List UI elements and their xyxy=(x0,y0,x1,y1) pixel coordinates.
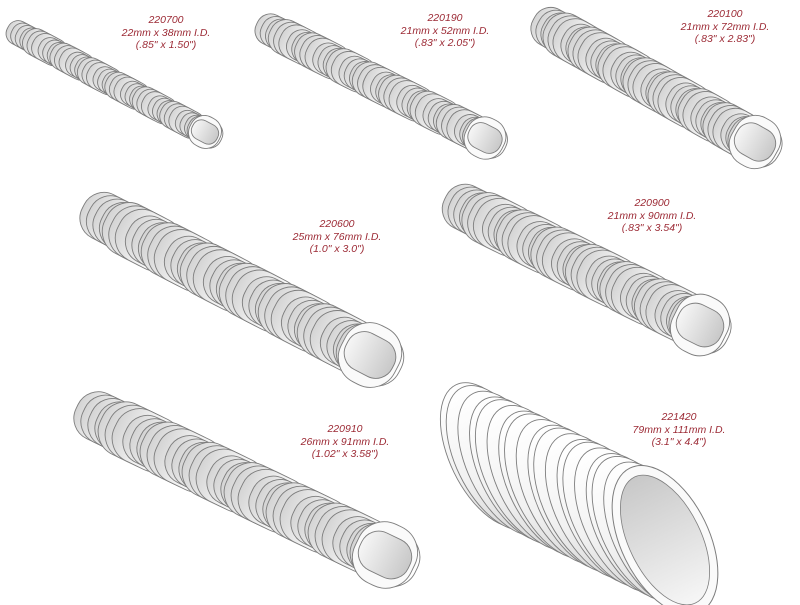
label-221420: 221420 79mm x 111mm I.D. (3.1" x 4.4") xyxy=(614,411,744,449)
tube-220900-drawing xyxy=(441,183,732,357)
tube-220600-drawing xyxy=(79,191,405,388)
imperial-size: (1.02" x 3.58") xyxy=(311,448,379,460)
label-220700: 220700 22mm x 38mm I.D. (.85" x 1.50") xyxy=(101,14,231,52)
metric-size: 79mm x 111mm I.D. xyxy=(632,423,726,436)
tube-220100-drawing xyxy=(530,6,783,170)
part-number: 220600 xyxy=(319,218,355,230)
part-number: 220900 xyxy=(634,197,670,209)
imperial-size: (.83" x 2.83") xyxy=(694,33,756,45)
label-220900: 220900 21mm x 90mm I.D. (.83" x 3.54") xyxy=(587,197,717,235)
metric-size: 22mm x 38mm I.D. xyxy=(121,26,211,39)
part-number: 221420 xyxy=(661,411,697,423)
part-number: 220910 xyxy=(327,423,363,435)
tube-bore xyxy=(190,119,220,145)
tube-bore xyxy=(733,122,777,162)
label-220910: 220910 26mm x 91mm I.D. (1.02" x 3.58") xyxy=(280,423,410,461)
imperial-size: (3.1" x 4.4") xyxy=(651,436,707,448)
tube-221420-drawing xyxy=(439,382,719,605)
part-number: 220700 xyxy=(148,14,184,26)
part-number: 220100 xyxy=(707,8,743,20)
metric-size: 21mm x 90mm I.D. xyxy=(607,209,697,222)
tube-220700-drawing xyxy=(5,20,224,149)
tube-bore xyxy=(467,122,503,154)
metric-size: 21mm x 52mm I.D. xyxy=(400,24,490,37)
imperial-size: (1.0" x 3.0") xyxy=(309,243,365,255)
label-220100: 220100 21mm x 72mm I.D. (.83" x 2.83") xyxy=(660,8,790,46)
imperial-size: (.83" x 2.05") xyxy=(414,37,476,49)
tube-bore xyxy=(620,474,710,605)
part-number: 220190 xyxy=(427,12,463,24)
imperial-size: (.83" x 3.54") xyxy=(621,222,683,234)
metric-size: 21mm x 72mm I.D. xyxy=(680,20,770,33)
tube-bore xyxy=(357,530,413,580)
tube-220190-drawing xyxy=(254,13,508,160)
label-220190: 220190 21mm x 52mm I.D. (.83" x 2.05") xyxy=(380,12,510,50)
tube-bore xyxy=(675,302,725,348)
label-220600: 220600 25mm x 76mm I.D. (1.0" x 3.0") xyxy=(272,218,402,256)
metric-size: 25mm x 76mm I.D. xyxy=(292,230,382,243)
metric-size: 26mm x 91mm I.D. xyxy=(300,435,390,448)
imperial-size: (.85" x 1.50") xyxy=(135,39,197,51)
tube-bore xyxy=(343,331,397,379)
tube-220910-drawing xyxy=(73,391,421,589)
